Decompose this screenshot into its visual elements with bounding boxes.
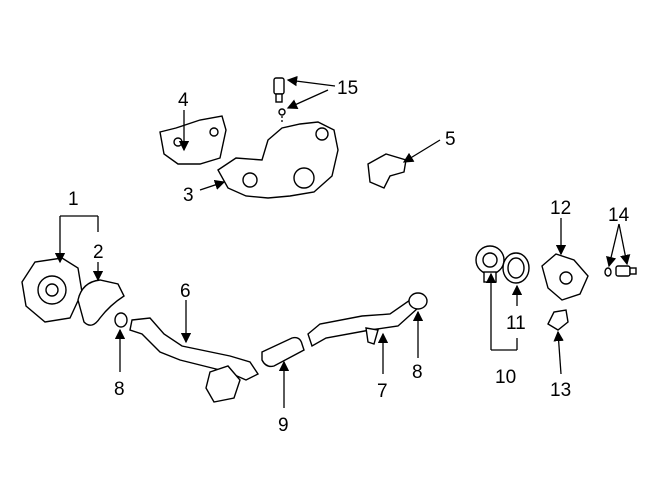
housing-gasket: [159, 115, 227, 165]
gasket-11: [502, 252, 530, 284]
sensor-15: [273, 77, 286, 124]
pump-gasket: [77, 279, 125, 326]
water-pipe-6: [129, 317, 260, 403]
water-pump: [21, 257, 83, 323]
callout-12: 12: [550, 198, 571, 219]
callout-10: 10: [495, 367, 516, 388]
callout-9: 9: [278, 415, 289, 436]
o-rings-8: [114, 292, 428, 328]
water-pipe-7: [307, 299, 420, 348]
callout-5: 5: [445, 129, 456, 150]
bracket: [367, 153, 407, 189]
callout-15: 15: [337, 78, 358, 99]
callout-1: 1: [68, 189, 79, 210]
callout-7: 7: [377, 381, 388, 402]
callout-13: 13: [550, 380, 571, 401]
callout-11: 11: [506, 313, 526, 334]
leader-lines: [60, 75, 631, 408]
callout-8-right: 8: [412, 362, 423, 383]
callout-8-left: 8: [114, 379, 125, 400]
callout-4: 4: [178, 90, 189, 111]
callout-6: 6: [180, 281, 191, 302]
hose-9: [261, 336, 305, 368]
fitting-13: [547, 309, 569, 331]
thermostat-10: [475, 245, 505, 283]
thermostat-cover-12: [541, 253, 589, 301]
sensor-14: [604, 265, 637, 277]
callout-3: 3: [183, 185, 194, 206]
callout-2: 2: [93, 242, 104, 263]
callout-14: 14: [608, 205, 630, 226]
thermostat-housing-main: [217, 121, 339, 199]
